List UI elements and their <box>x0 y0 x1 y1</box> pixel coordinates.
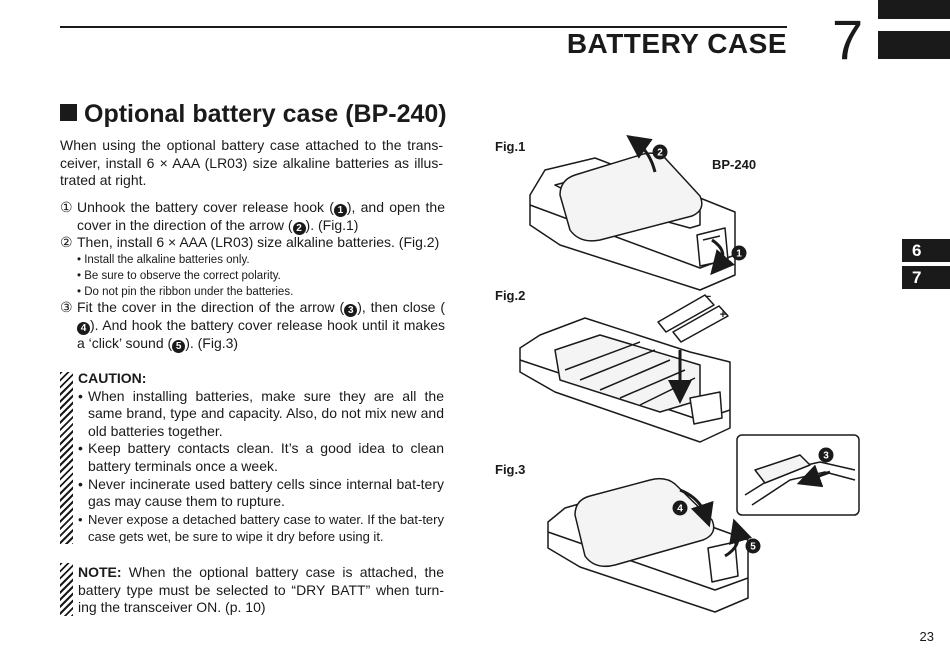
list-item: •When installing batteries, make sure th… <box>78 387 444 439</box>
chapter-title: BATTERY CASE <box>566 28 787 59</box>
loose-batteries-drawing <box>657 294 729 343</box>
step-3: ③ Fit the cover in the direction of the … <box>60 299 445 353</box>
callout-4-icon: 4 <box>677 504 683 515</box>
note-text: When the optional battery case is attach… <box>78 564 444 616</box>
section-heading: Optional battery case (BP-240) <box>60 100 447 129</box>
fig1-open-arrow-icon <box>626 135 657 173</box>
callout-1-icon: 1 <box>333 204 347 217</box>
fig3-closed-case-drawing <box>547 477 749 613</box>
section-heading-text: Optional battery case (BP-240) <box>84 100 447 128</box>
caution-hatch-bar <box>60 372 73 544</box>
side-tab-chapter-7[interactable]: 7 <box>902 266 950 289</box>
caution-title: CAUTION: <box>78 370 147 386</box>
note-hatch-bar <box>60 563 73 616</box>
fig1-release-arrow-icon <box>710 238 735 276</box>
step-number: ② <box>60 234 73 250</box>
callout-markers <box>652 144 834 554</box>
fig1-label: Fig.1 <box>495 139 526 154</box>
header-tab-bar <box>878 0 950 19</box>
callout-3-icon: 3 <box>823 451 829 462</box>
step-text: Then, install 6 × AAA (LR03) size alkali… <box>77 234 440 250</box>
square-bullet-icon <box>60 104 77 121</box>
list-item: •Never expose a detached battery case to… <box>78 511 444 545</box>
step-text: Fit the cover in the direction of the ar… <box>77 299 445 353</box>
chapter-number: 7 <box>832 8 864 71</box>
fig2-label: Fig.2 <box>495 288 526 303</box>
fig3-inset-drawing <box>736 434 860 516</box>
model-label: BP-240 <box>712 157 757 172</box>
fig3-label: Fig.3 <box>495 462 526 477</box>
caution-block: CAUTION: •When installing batteries, mak… <box>78 370 444 546</box>
list-item: • Install the alkaline batteries only. <box>77 253 250 266</box>
step-text: Unhook the battery cover release hook (1… <box>77 199 446 235</box>
list-item: •Never incinerate used battery cells sin… <box>78 475 444 510</box>
callout-1-icon: 1 <box>736 249 742 260</box>
step-1: ① Unhook the battery cover release hook … <box>60 199 445 235</box>
step-number: ③ <box>60 299 73 315</box>
callout-2-icon: 2 <box>292 222 306 235</box>
fig3-hook-arrow-icon <box>724 518 753 558</box>
callout-3-icon: 3 <box>344 304 358 317</box>
callout-4-icon: 4 <box>77 322 90 335</box>
side-tab-chapter-6[interactable]: 6 <box>902 239 950 262</box>
callout-5-icon: 5 <box>172 340 186 353</box>
note-block: NOTE: When the optional battery case is … <box>78 564 444 617</box>
note-label: NOTE: <box>78 564 122 580</box>
step-2: ② Then, install 6 × AAA (LR03) size alka… <box>60 234 445 300</box>
inset-fit-arrow-icon <box>796 464 831 488</box>
fig1-battery-case-drawing <box>529 152 736 291</box>
fig3-close-arrow-icon <box>679 488 714 528</box>
list-item: •Keep battery contacts clean. It’s a goo… <box>78 440 444 474</box>
polarity-plus-icon: + <box>720 309 726 321</box>
callout-2-icon: 2 <box>657 148 663 159</box>
callout-5-icon: 5 <box>750 542 756 553</box>
list-item: • Be sure to observe the correct polarit… <box>77 269 281 282</box>
list-item: • Do not pin the ribbon under the batter… <box>77 285 294 298</box>
fig2-battery-compartment-drawing <box>519 317 731 443</box>
step-number: ① <box>60 199 73 215</box>
header-tab-bar <box>878 31 950 59</box>
polarity-minus-icon: − <box>705 291 711 303</box>
header-rule <box>60 26 787 28</box>
intro-paragraph: When using the optional battery case att… <box>60 137 443 189</box>
page-number: 23 <box>919 629 934 644</box>
